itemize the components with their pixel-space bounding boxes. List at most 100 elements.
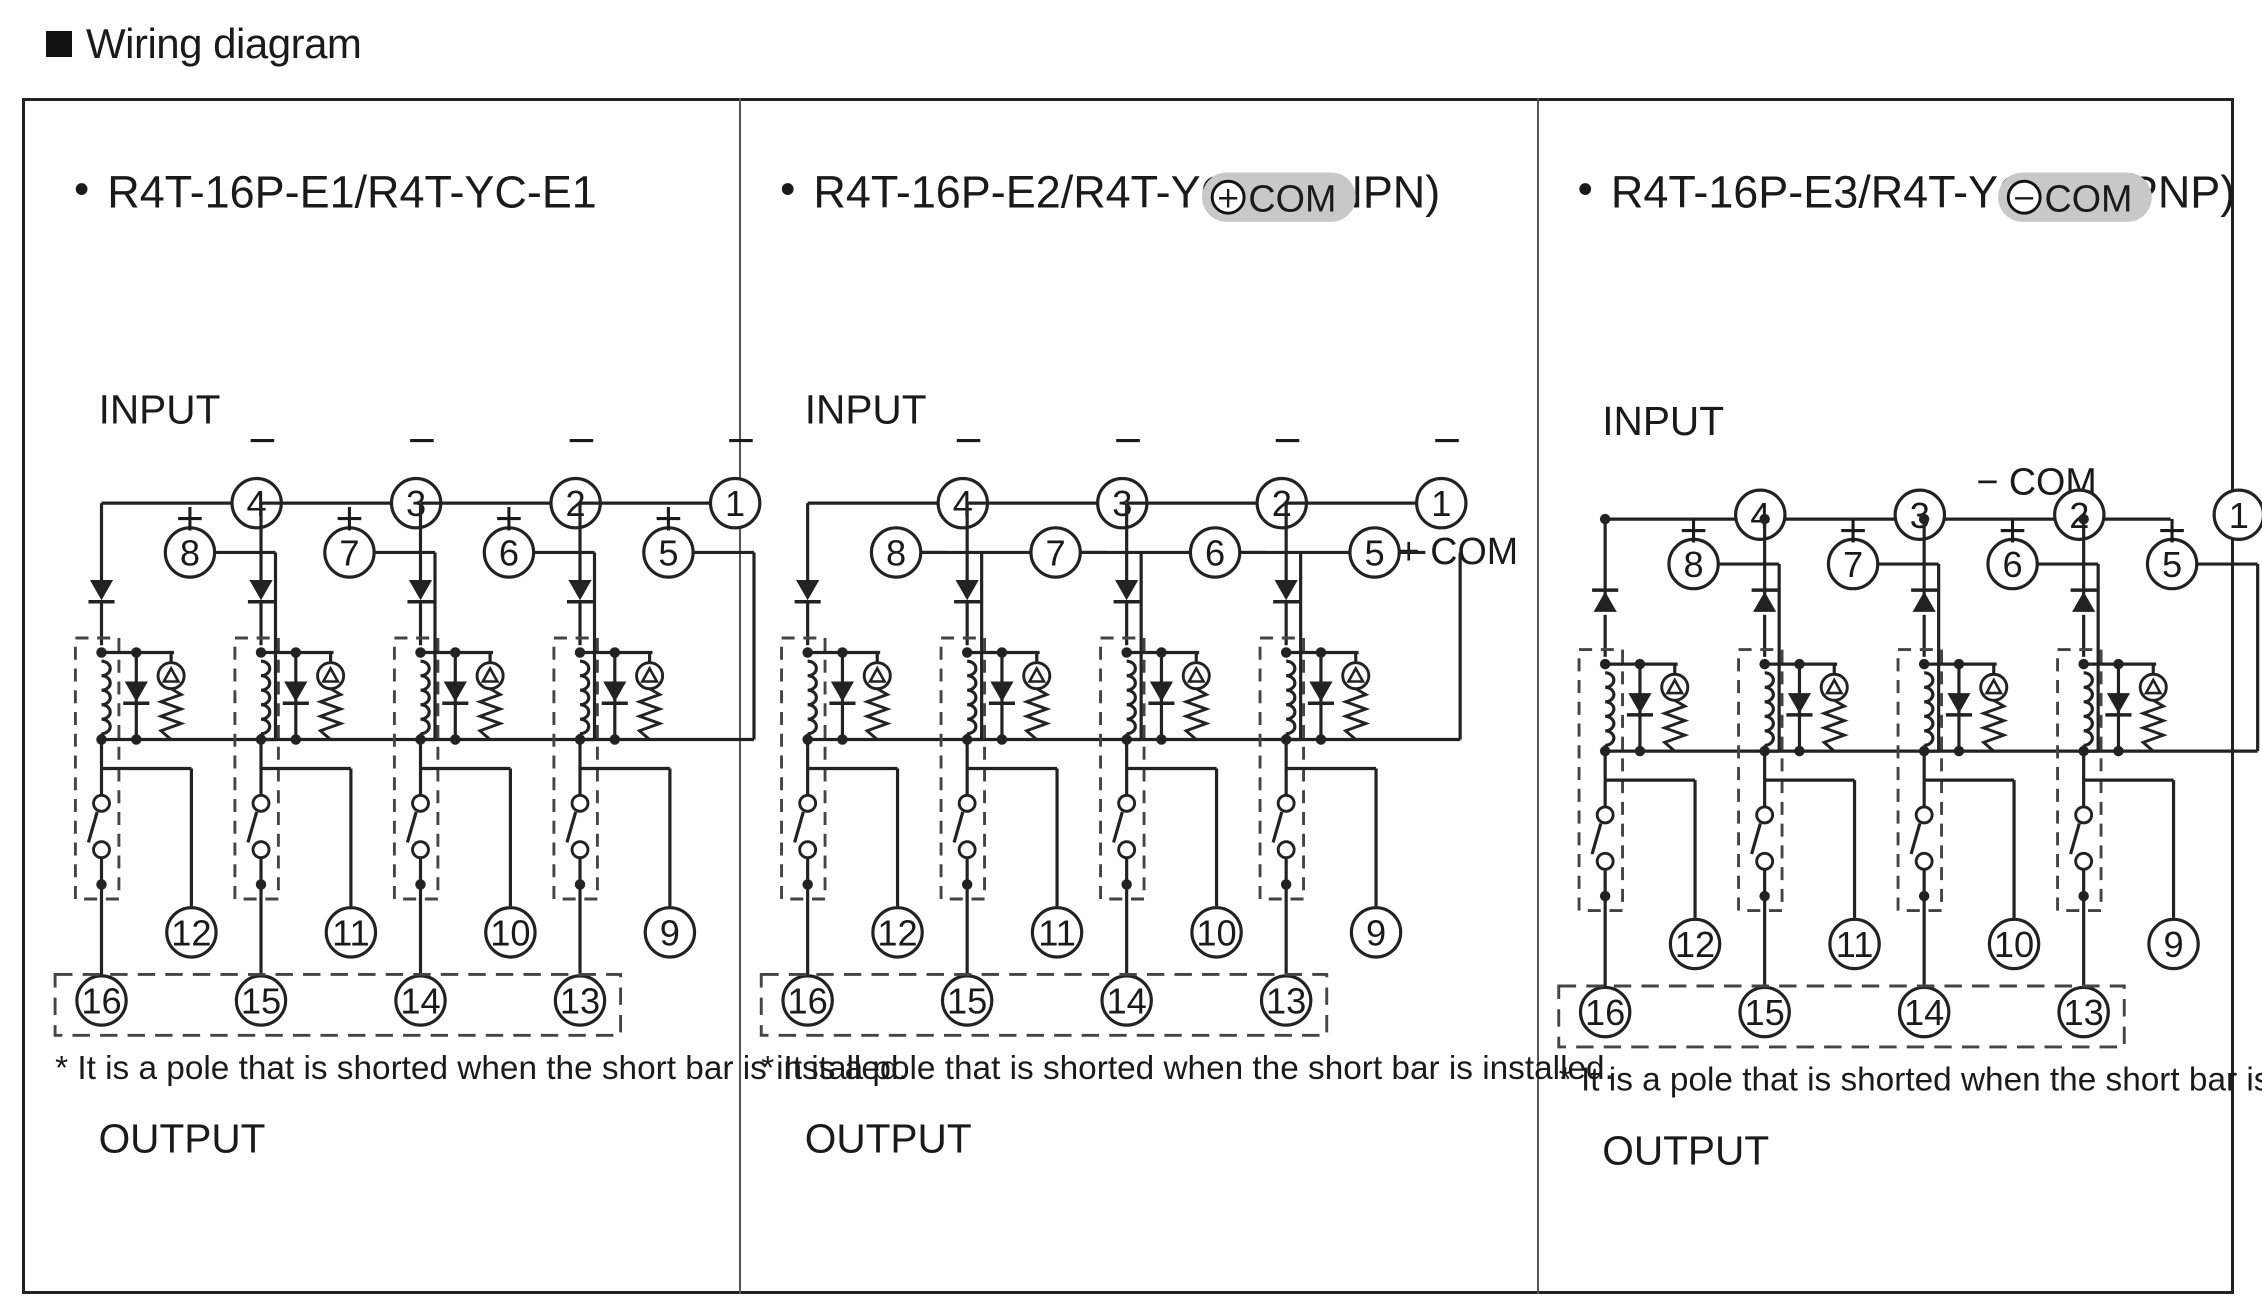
contact-circle-icon — [1914, 805, 1934, 825]
terminal-number: 13 — [1266, 981, 1306, 1022]
diode-icon — [408, 580, 433, 601]
short-bar-dashed-box — [53, 972, 623, 1037]
led-triangle — [2143, 677, 2163, 695]
terminal-number: 11 — [1836, 924, 1874, 965]
plus-sign: + — [653, 496, 685, 540]
output-label: OUTPUT — [99, 1116, 266, 1162]
terminal-number: 13 — [560, 981, 600, 1022]
contact-circle-icon — [1276, 840, 1296, 860]
terminal-number: 11 — [332, 912, 370, 953]
terminal-number: 12 — [171, 912, 211, 953]
junction-dot — [255, 734, 267, 745]
terminal-number: 13 — [2063, 992, 2103, 1033]
junction-dot — [1121, 879, 1132, 890]
terminal-common: 13 — [1259, 974, 1313, 1027]
terminal-positive: 7 — [323, 526, 376, 579]
terminal-negative: 4 — [230, 476, 283, 530]
terminal-circle-icon — [1415, 476, 1468, 530]
flyback-diode-icon — [1787, 693, 1812, 714]
diode-icon — [1274, 580, 1298, 601]
terminal-number: 9 — [1366, 912, 1386, 953]
junction-dot — [131, 734, 142, 745]
junction-dot — [290, 647, 302, 658]
junction-dot — [96, 647, 107, 658]
terminal-number: 6 — [1205, 533, 1225, 574]
minus-sign: − — [725, 417, 757, 461]
plus-sign: + — [1837, 507, 1869, 551]
junction-dot — [802, 734, 813, 745]
diagram-frame — [22, 98, 2234, 1294]
short-bar-dashed-box — [759, 972, 1329, 1037]
switch-blade-icon — [1112, 811, 1124, 843]
relay-coil-icon — [101, 659, 112, 736]
led-triangle — [1824, 677, 1844, 695]
minus-circle-icon — [2006, 179, 2042, 215]
terminal-negative: 1 — [1415, 476, 1468, 530]
terminal-common: 15 — [234, 974, 288, 1027]
switch-blade-icon — [793, 811, 805, 843]
terminal-number: 10 — [490, 912, 530, 953]
badge-text: COM — [1248, 178, 1336, 220]
terminal-common: 15 — [940, 974, 994, 1027]
com-badge: +COM — [1202, 172, 1356, 222]
junction-dot — [574, 647, 586, 658]
terminal-number: 14 — [1904, 992, 1944, 1033]
terminal-number: 14 — [400, 981, 440, 1022]
terminal-circle-icon — [1190, 906, 1243, 959]
junction-dot — [837, 734, 848, 745]
junction-dot — [255, 647, 267, 658]
terminal-positive: 5 — [2145, 537, 2199, 591]
switch-blade-icon — [86, 811, 99, 843]
terminal-number: 15 — [241, 981, 281, 1022]
plus-sign: + — [2156, 507, 2188, 551]
terminal-number: 1 — [2229, 495, 2249, 536]
terminal-number: 7 — [339, 533, 359, 574]
relay-channel: 15+9 13 — [2056, 488, 2262, 1039]
contact-circle-icon — [798, 840, 818, 860]
badge-symbol: − — [2012, 180, 2036, 214]
relay-coil-icon — [260, 659, 272, 736]
contact-circle-icon — [1117, 840, 1137, 860]
terminal-circle-icon — [1029, 526, 1082, 579]
terminal-number: 15 — [1744, 992, 1784, 1033]
terminal-circle-icon — [1987, 917, 2041, 971]
terminal-number: 9 — [2163, 924, 2183, 965]
terminal-common: 14 — [1897, 985, 1951, 1039]
terminal-circle-icon — [1668, 917, 1722, 971]
junction-dot — [1918, 658, 1930, 670]
minus-sign: − — [1112, 417, 1144, 461]
terminal-common: 14 — [394, 974, 447, 1027]
led-triangle — [867, 665, 887, 683]
terminal-output: 10 — [1190, 906, 1243, 959]
terminal-output: 11 — [1828, 917, 1881, 971]
badge-background — [1998, 172, 2152, 222]
flyback-diode-icon — [990, 681, 1014, 702]
terminal-circle-icon — [708, 476, 762, 530]
terminal-circle-icon — [1578, 985, 1632, 1039]
output-label: OUTPUT — [1602, 1127, 1769, 1173]
junction-dot — [450, 647, 461, 658]
diode-icon — [955, 580, 979, 601]
section-header: Wiring diagram — [46, 14, 362, 74]
input-label: INPUT — [99, 386, 221, 432]
terminal-circle-icon — [2053, 488, 2106, 541]
junction-dot — [1759, 890, 1770, 902]
minus-sign: − — [1272, 417, 1304, 461]
terminal-number: 8 — [180, 533, 200, 574]
terminal-circle-icon — [75, 974, 128, 1027]
contact-circle-icon — [570, 793, 590, 813]
switch-blade-icon — [405, 811, 418, 843]
short-bar-note: * It is a pole that is shorted when the … — [55, 1050, 908, 1087]
diode-icon — [89, 580, 114, 601]
resistor-icon — [156, 687, 186, 741]
junction-dot — [1280, 647, 1292, 658]
terminal-number: 10 — [1196, 912, 1236, 953]
resistor-icon — [475, 687, 505, 741]
terminal-circle-icon — [484, 906, 537, 959]
flyback-diode-icon — [443, 681, 467, 702]
relay-coil-icon — [1764, 671, 1775, 747]
terminal-number: 8 — [886, 533, 906, 574]
